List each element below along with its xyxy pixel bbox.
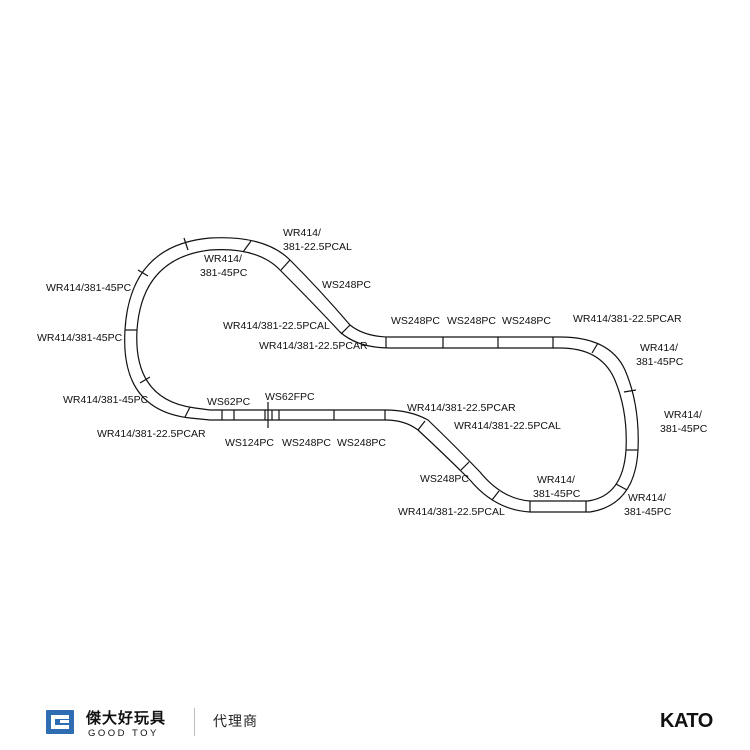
part-label: WR414/381-22.5PCAR [573, 313, 682, 325]
track-rails [124, 237, 639, 513]
part-label: WS62PC [207, 396, 251, 408]
part-label: WR414/381-22.5PCAR [97, 428, 206, 440]
part-label: WR414/381-45PC [636, 342, 684, 368]
brand-name-chinese: 傑大好玩具 [86, 709, 167, 727]
part-label: WR414/381-22.5PCAR [259, 340, 368, 352]
part-label: WR414/381-22.5PCAL [283, 227, 352, 253]
part-label: WS248PC [337, 437, 386, 449]
joint-tick [242, 240, 252, 253]
part-label: WR414/381-45PC [46, 282, 132, 294]
joint-tick [183, 237, 189, 251]
joint-tick [591, 342, 599, 354]
part-label: WS124PC [225, 437, 274, 449]
joint-tick [623, 389, 637, 393]
joint-tick [184, 406, 191, 418]
outer-rail [124, 237, 639, 513]
part-label: WS248PC [391, 315, 440, 327]
joint-tick [460, 461, 470, 471]
part-label: WS248PC [420, 473, 469, 485]
part-label: WR414/381-45PC [533, 474, 581, 500]
part-label: WR414/381-45PC [624, 492, 672, 518]
footer [0, 696, 750, 750]
track-joints [125, 237, 638, 512]
footer-divider [194, 708, 195, 736]
part-label: WR414/381-45PC [200, 253, 248, 279]
part-label: WR414/381-22.5PCAR [407, 402, 516, 414]
part-label: WR414/381-45PC [660, 409, 708, 435]
joint-tick [280, 259, 291, 271]
part-labels: WR414/381-22.5PCAL WR414/381-45PC WS248P… [37, 227, 708, 518]
part-label: WR414/381-22.5PCAL [454, 420, 561, 432]
part-label: WR414/381-45PC [37, 332, 123, 344]
part-label: WS248PC [282, 437, 331, 449]
joint-tick [340, 324, 351, 335]
joint-tick [139, 376, 151, 384]
joint-tick [417, 420, 426, 431]
kato-logo: KATO [660, 710, 713, 732]
part-label: WS248PC [322, 279, 371, 291]
joint-tick [491, 490, 500, 501]
inner-rail [136, 249, 627, 502]
part-label: WS248PC [502, 315, 551, 327]
part-label: WS62FPC [265, 391, 315, 403]
brand-name-english: GOOD TOY [88, 728, 159, 739]
good-toy-logo-icon [46, 710, 74, 734]
joint-tick [137, 269, 149, 277]
joint-tick [615, 483, 628, 491]
agent-label: 代理商 [213, 714, 258, 730]
part-label: WR414/381-22.5PCAL [223, 320, 330, 332]
part-label: WR414/381-22.5PCAL [398, 506, 505, 518]
part-label: WS248PC [447, 315, 496, 327]
part-label: WR414/381-45PC [63, 394, 149, 406]
